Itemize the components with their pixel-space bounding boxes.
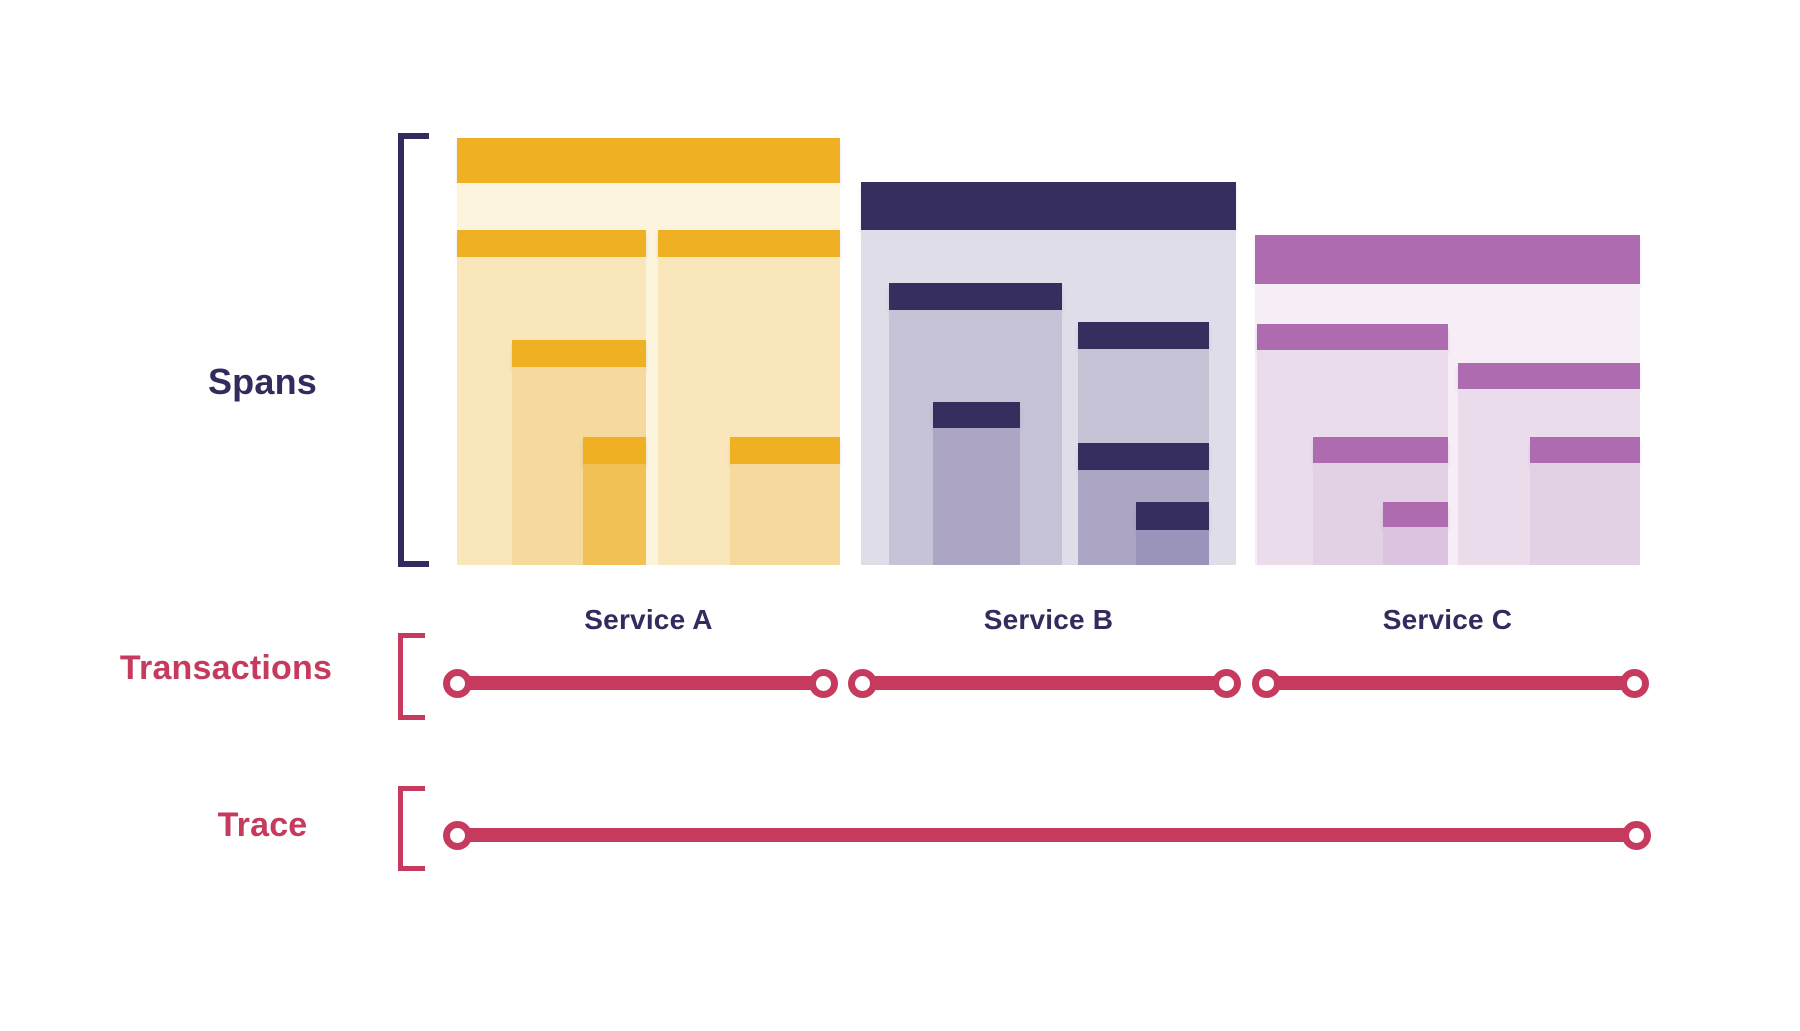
bracket-bottom-tick xyxy=(398,715,425,720)
service-label-2: Service B xyxy=(983,604,1114,635)
service-label-3: Service C xyxy=(1382,604,1513,635)
span-header-bar xyxy=(512,340,646,367)
bracket-top-tick xyxy=(398,133,429,139)
span-rect xyxy=(583,437,646,565)
bracket-top-tick xyxy=(398,786,425,791)
transaction-line-end-dot xyxy=(809,669,838,698)
span-header-bar xyxy=(583,437,646,464)
trace-line-segment xyxy=(467,828,1626,842)
trace-bracket xyxy=(398,786,425,871)
span-header-bar xyxy=(457,230,646,257)
service-block-2 xyxy=(861,182,1236,565)
trace-label: Trace xyxy=(217,806,308,844)
span-header-bar xyxy=(1255,235,1640,284)
service-block-1 xyxy=(457,138,840,565)
span-body xyxy=(933,428,1020,565)
transaction-line-segment xyxy=(872,676,1216,690)
bracket-bottom-tick xyxy=(398,561,429,567)
trace-line-end-dot xyxy=(1622,821,1651,850)
bracket-vertical-bar xyxy=(398,133,404,567)
span-header-bar xyxy=(658,230,840,257)
bracket-bottom-tick xyxy=(398,866,425,871)
span-header-bar xyxy=(1078,322,1209,349)
span-body xyxy=(583,464,646,565)
span-body xyxy=(1530,463,1640,565)
transaction-line-start-dot xyxy=(848,669,877,698)
span-rect xyxy=(933,402,1020,565)
span-rect xyxy=(1136,502,1209,565)
span-header-bar xyxy=(1530,437,1640,463)
span-header-bar xyxy=(730,437,840,464)
span-header-bar xyxy=(889,283,1062,310)
service-label-1: Service A xyxy=(584,604,713,635)
bracket-top-tick xyxy=(398,633,425,638)
span-header-bar xyxy=(457,138,840,183)
span-body xyxy=(1383,527,1448,565)
transactions-label: Transactions xyxy=(119,649,333,687)
span-header-bar xyxy=(1257,324,1448,350)
spans-label: Spans xyxy=(207,361,318,402)
span-header-bar xyxy=(1136,502,1209,530)
span-rect xyxy=(1383,502,1448,565)
bracket-vertical-bar xyxy=(398,633,403,720)
span-rect xyxy=(1530,437,1640,565)
transactions-bracket xyxy=(398,633,425,720)
transaction-line-start-dot xyxy=(1252,669,1281,698)
span-header-bar xyxy=(1078,443,1209,470)
span-body xyxy=(730,464,840,565)
transaction-line-segment xyxy=(467,676,813,690)
span-header-bar xyxy=(1458,363,1640,389)
span-header-bar xyxy=(933,402,1020,428)
trace-line-start-dot xyxy=(443,821,472,850)
transaction-line-segment xyxy=(1276,676,1624,690)
transaction-line-end-dot xyxy=(1620,669,1649,698)
service-block-3 xyxy=(1255,235,1640,565)
transaction-line-start-dot xyxy=(443,669,472,698)
span-header-bar xyxy=(1383,502,1448,527)
spans-bracket xyxy=(398,133,429,567)
span-body xyxy=(1136,530,1209,565)
span-rect xyxy=(730,437,840,565)
transaction-line-end-dot xyxy=(1212,669,1241,698)
span-header-bar xyxy=(861,182,1236,230)
bracket-vertical-bar xyxy=(398,786,403,871)
span-header-bar xyxy=(1313,437,1448,463)
